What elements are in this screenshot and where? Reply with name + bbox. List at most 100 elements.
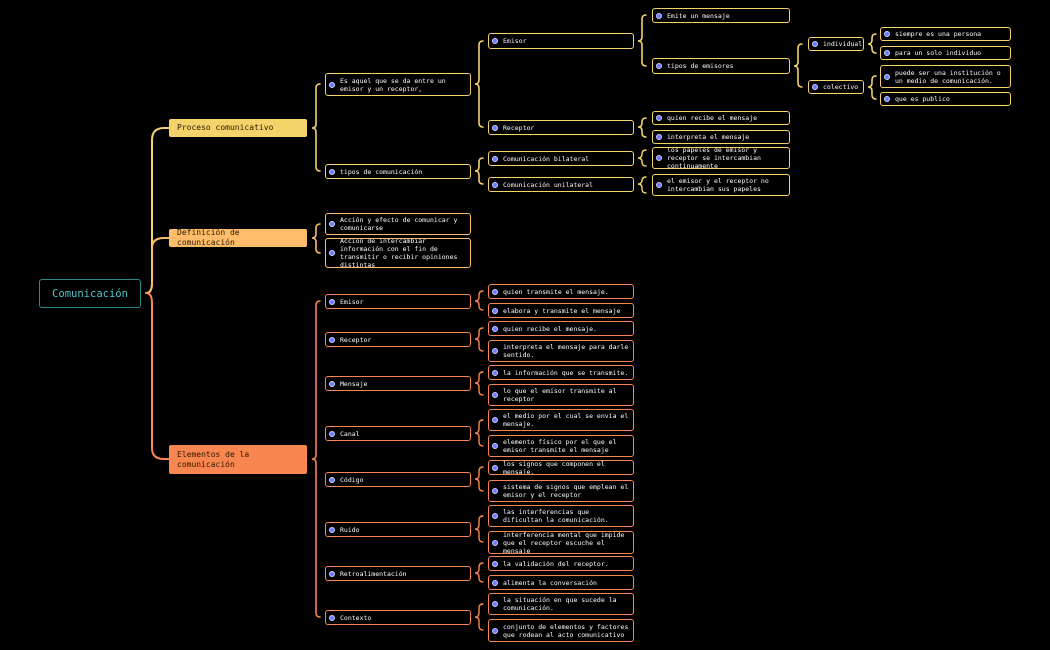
bullet-icon: [492, 579, 498, 586]
node-individual[interactable]: individual: [808, 37, 864, 51]
connector-line: [311, 300, 321, 618]
root-node[interactable]: Comunicación: [39, 279, 141, 308]
connector-line: [867, 33, 877, 54]
node-puede-ser[interactable]: puede ser una institución o un medio de …: [880, 65, 1011, 88]
node-text: colectivo: [823, 83, 859, 91]
node-elem-contexto-d2[interactable]: conjunto de elementos y factores que rod…: [488, 619, 634, 642]
node-elem-ruido-d1[interactable]: las interferencias que dificultan la com…: [488, 505, 634, 527]
bullet-icon: [492, 513, 498, 519]
node-siempre-persona[interactable]: siempre es una persona: [880, 27, 1011, 41]
node-elem-receptor[interactable]: Receptor: [325, 332, 471, 347]
connector-line: [867, 75, 877, 100]
node-elem-codigo-d2[interactable]: sistema de signos que emplean el emisor …: [488, 480, 634, 502]
connector-line: [637, 14, 647, 67]
node-elem-mensaje-d1[interactable]: la información que se transmite.: [488, 365, 634, 380]
node-emite-mensaje[interactable]: Emite un mensaje: [652, 8, 790, 23]
node-text: Código: [340, 475, 364, 484]
node-elem-mensaje[interactable]: Mensaje: [325, 376, 471, 391]
node-interpreta[interactable]: interpreta el mensaje: [652, 130, 790, 144]
bullet-icon: [812, 41, 818, 47]
connector-line: [474, 419, 484, 447]
node-emisor[interactable]: Emisor: [488, 33, 634, 49]
node-colectivo[interactable]: colectivo: [808, 80, 864, 94]
bullet-icon: [492, 288, 498, 295]
bullet-icon: [812, 84, 818, 90]
bullet-icon: [884, 31, 890, 37]
connector-line: [637, 149, 647, 167]
bullet-icon: [492, 392, 498, 398]
node-elem-receptor-d2[interactable]: interpreta el mensaje para darle sentido…: [488, 340, 634, 362]
node-text: Mensaje: [340, 379, 368, 388]
node-receptor[interactable]: Receptor: [488, 120, 634, 135]
node-text: la situación en que sucede la comunicaci…: [503, 596, 617, 612]
node-elem-contexto[interactable]: Contexto: [325, 610, 471, 625]
category-definicion[interactable]: Definición de comunicación: [169, 228, 307, 247]
node-elem-retro-d2[interactable]: alimenta la conversación: [488, 575, 634, 590]
node-elem-ruido[interactable]: Ruido: [325, 522, 471, 537]
node-elem-retroalimentacion[interactable]: Retroalimentación: [325, 566, 471, 581]
category-proceso-comunicativo[interactable]: Proceso comunicativo: [169, 119, 307, 137]
bullet-icon: [884, 73, 890, 80]
bullet-icon: [329, 81, 335, 88]
connector-line: [474, 562, 484, 583]
bullet-icon: [492, 369, 498, 376]
connector-line: [474, 157, 484, 185]
node-elem-emisor-d2[interactable]: elabora y transmite el mensaje: [488, 303, 634, 318]
bullet-icon: [492, 539, 498, 546]
node-es-aquel[interactable]: Es aquel que se da entre un emisor y un …: [325, 73, 471, 96]
node-elem-canal-d1[interactable]: el medio por el cual se envía el mensaje…: [488, 409, 634, 431]
bullet-icon: [492, 325, 498, 332]
node-text: puede ser una institución o un medio de …: [895, 68, 1001, 85]
node-elem-canal[interactable]: Canal: [325, 426, 471, 441]
node-accion-intercambiar[interactable]: Acción de intercambiar información con e…: [325, 238, 471, 268]
bullet-icon: [329, 221, 335, 227]
bullet-icon: [329, 476, 335, 483]
node-text: sistema de signos que emplean el emisor …: [503, 483, 629, 499]
node-unilateral-desc[interactable]: el emisor y el receptor no intercambian …: [652, 174, 790, 196]
node-elem-ruido-d2[interactable]: interferencia mental que impide que el r…: [488, 531, 634, 554]
bullet-icon: [492, 443, 498, 449]
bullet-icon: [329, 168, 335, 175]
node-elem-emisor-d1[interactable]: quien transmite el mensaje.: [488, 284, 634, 299]
connector-line: [311, 223, 321, 254]
node-elem-canal-d2[interactable]: elemento físico por el que el emisor tra…: [488, 435, 634, 457]
node-elem-mensaje-d2[interactable]: lo que el emisor transmite al receptor: [488, 384, 634, 406]
node-para-un-solo[interactable]: para un solo individuo: [880, 46, 1011, 60]
node-elem-codigo-d1[interactable]: los signos que componen el mensaje.: [488, 460, 634, 475]
node-bilateral-desc[interactable]: los papeles de emisor y receptor se inte…: [652, 147, 790, 169]
bullet-icon: [884, 96, 890, 102]
bullet-icon: [884, 50, 890, 56]
connector-line: [311, 83, 321, 172]
node-text: Canal: [340, 429, 360, 438]
node-elem-codigo[interactable]: Código: [325, 472, 471, 487]
category-elementos[interactable]: Elementos de la comunicación: [169, 445, 307, 474]
node-text: los papeles de emisor y receptor se inte…: [667, 147, 761, 169]
node-text: la información que se transmite.: [503, 368, 629, 377]
node-text: Ruido: [340, 525, 360, 534]
node-elem-contexto-d1[interactable]: la situación en que sucede la comunicaci…: [488, 593, 634, 615]
node-text: Es aquel que se da entre un emisor y un …: [340, 76, 446, 93]
node-accion-efecto[interactable]: Acción y efecto de comunicar y comunicar…: [325, 213, 471, 235]
node-quien-recibe[interactable]: quien recibe el mensaje: [652, 111, 790, 125]
node-que-es-publico[interactable]: que es publico: [880, 92, 1011, 106]
bullet-icon: [492, 181, 498, 188]
node-text: tipos de emisores: [667, 62, 734, 70]
bullet-icon: [329, 336, 335, 343]
bullet-icon: [492, 560, 498, 567]
node-tipos-comunicacion[interactable]: tipos de comunicación: [325, 164, 471, 179]
bullet-icon: [492, 464, 498, 471]
node-text: Comunicación bilateral: [503, 154, 590, 163]
node-tipos-emisores[interactable]: tipos de emisores: [652, 58, 790, 74]
bullet-icon: [656, 134, 662, 140]
node-comunicacion-unilateral[interactable]: Comunicación unilateral: [488, 177, 634, 192]
node-text: los signos que componen el mensaje.: [503, 460, 605, 475]
node-comunicacion-bilateral[interactable]: Comunicación bilateral: [488, 151, 634, 166]
node-elem-receptor-d1[interactable]: quien recibe el mensaje.: [488, 321, 634, 336]
bullet-icon: [656, 115, 662, 121]
connector-line: [145, 127, 170, 294]
node-text: Emite un mensaje: [667, 11, 730, 20]
node-elem-retro-d1[interactable]: la validación del receptor.: [488, 556, 634, 571]
bullet-icon: [492, 155, 498, 162]
node-text: que es publico: [895, 95, 950, 103]
node-elem-emisor[interactable]: Emisor: [325, 294, 471, 309]
